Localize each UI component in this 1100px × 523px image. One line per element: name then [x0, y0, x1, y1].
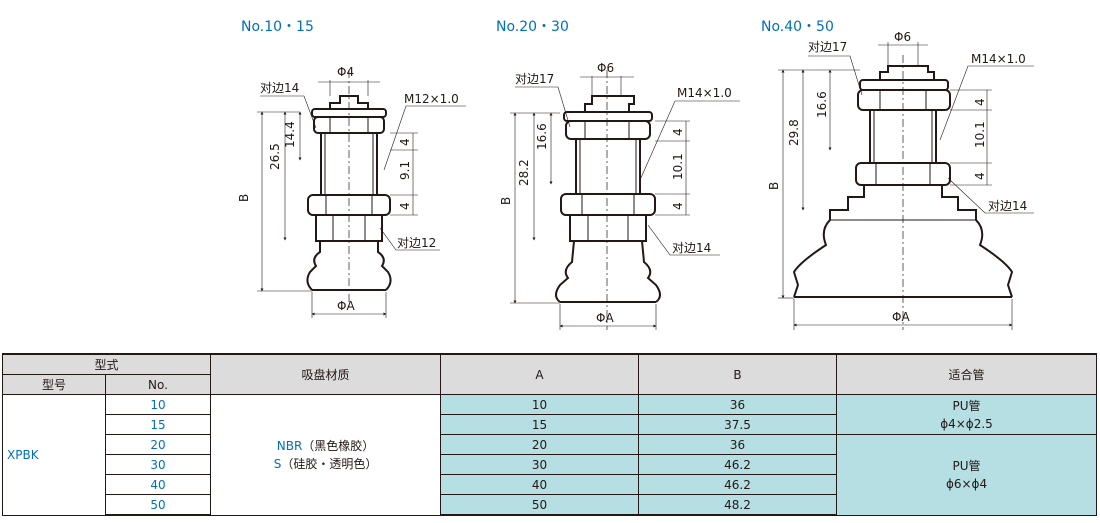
- tube-size: ϕ4×ϕ2.5: [940, 416, 993, 431]
- dim-label: 4: [973, 172, 987, 180]
- hex-top-label: 对边17: [808, 40, 847, 54]
- b-cell: 36: [638, 394, 838, 415]
- thread-dia-label: Φ6: [597, 61, 614, 75]
- b-cell: 46.2: [638, 454, 838, 475]
- spec-table: 型式 吸盘材质 A B 适合管 型号 No. XPBK 10 NBR（黑色橡胶）…: [1, 353, 1098, 516]
- dim-label: 26.5: [268, 143, 282, 170]
- header-tube: 适合管: [836, 353, 1098, 395]
- thread-dia-label: Φ6: [894, 30, 911, 44]
- tube-cell: PU管 ϕ4×ϕ2.5: [836, 394, 1098, 435]
- header-a: A: [440, 353, 640, 395]
- dim-label: 16.6: [535, 123, 549, 150]
- a-cell: 50: [440, 494, 640, 516]
- no-cell: 30: [104, 454, 212, 475]
- dim-height-label: B: [499, 197, 513, 205]
- table-row: 40 40 46.2: [3, 474, 1097, 495]
- dim-label: 4: [671, 128, 685, 136]
- tube-size: ϕ6×ϕ4: [945, 476, 988, 491]
- table-row: 30 30 46.2: [3, 454, 1097, 475]
- thread-label: M14×1.0: [677, 86, 732, 100]
- drawing-title: No.10・15: [241, 19, 314, 35]
- drawing-no40-50: No.40・50 B 29.8 16.6 4 10.1 4 对边17: [761, 19, 1034, 330]
- a-cell: 40: [440, 474, 640, 495]
- tube-cell: PU管 ϕ6×ϕ4: [836, 434, 1098, 516]
- no-cell: 10: [104, 394, 212, 415]
- tube-type: PU管: [952, 458, 981, 473]
- dim-height-label: B: [237, 194, 251, 202]
- hex-top-label: 对边14: [260, 81, 299, 95]
- material-cell: NBR（黑色橡胶） S（硅胶・透明色）: [210, 394, 442, 516]
- dim-label: 16.6: [815, 91, 829, 118]
- dim-height-label: B: [767, 182, 781, 190]
- material-code: NBR: [276, 438, 303, 453]
- b-cell: 46.2: [638, 474, 838, 495]
- drawing-no10-15: No.10・15 B 26.5 14.4: [237, 19, 466, 318]
- dim-label: 10.1: [973, 121, 987, 148]
- model-cell: XPBK: [2, 394, 106, 516]
- header-no: No.: [104, 374, 212, 395]
- a-cell: 30: [440, 454, 640, 475]
- hex-bottom-label: 对边14: [988, 199, 1027, 213]
- dim-label: 4: [671, 202, 685, 210]
- dim-label: 9.1: [398, 161, 412, 180]
- table-row: XPBK 10 NBR（黑色橡胶） S（硅胶・透明色） 10 36 PU管 ϕ4…: [2, 394, 1098, 516]
- drawing-title: No.20・30: [496, 19, 569, 35]
- tube-type: PU管: [952, 398, 981, 413]
- no-cell: 50: [104, 494, 212, 516]
- b-cell: 37.5: [638, 414, 838, 435]
- dim-label: 4: [398, 202, 412, 210]
- no-cell: 40: [104, 474, 212, 495]
- a-cell: 10: [440, 394, 640, 415]
- drawing-title: No.40・50: [761, 19, 834, 35]
- a-cell: 20: [440, 434, 640, 455]
- header-type-group: 型式: [1, 353, 212, 375]
- table-row: 50 50 48.2: [3, 494, 1097, 516]
- header-material: 吸盘材质: [210, 353, 442, 395]
- diameter-label: ΦA: [337, 299, 355, 313]
- b-cell: 36: [638, 434, 838, 455]
- dim-label: 28.2: [517, 159, 531, 186]
- dim-label: 4: [973, 98, 987, 106]
- hex-bottom-label: 对边12: [397, 236, 436, 250]
- table-row: 20 20 36 PU管 ϕ6×ϕ4: [3, 434, 1098, 516]
- material-desc: （硅胶・透明色）: [281, 456, 378, 471]
- header-model: 型号: [2, 374, 106, 395]
- thread-label: M14×1.0: [971, 52, 1026, 66]
- dim-label: 4: [398, 138, 412, 146]
- b-cell: 48.2: [638, 494, 838, 516]
- material-desc: （黑色橡胶）: [302, 438, 375, 453]
- diameter-label: ΦA: [892, 310, 910, 324]
- dim-label: 10.1: [671, 153, 685, 180]
- diameter-label: ΦA: [596, 311, 614, 325]
- dim-label: 29.8: [787, 119, 801, 146]
- no-cell: 15: [104, 414, 212, 435]
- material-code: S: [273, 456, 282, 471]
- dim-label: 14.4: [283, 121, 297, 148]
- hex-bottom-label: 对边14: [672, 241, 711, 255]
- thread-dia-label: Φ4: [337, 65, 354, 79]
- header-b: B: [638, 353, 838, 395]
- a-cell: 15: [440, 414, 640, 435]
- thread-label: M12×1.0: [404, 92, 459, 106]
- drawing-canvas: No.10・15 B 26.5 14.4: [237, 19, 1034, 330]
- technical-drawings: No.10・15 B 26.5 14.4: [237, 19, 1034, 330]
- drawing-no20-30: No.20・30 B 28.2 16.6 4 10.1 4 对边17: [496, 19, 740, 330]
- hex-top-label: 对边17: [515, 72, 554, 86]
- no-cell: 20: [104, 434, 212, 455]
